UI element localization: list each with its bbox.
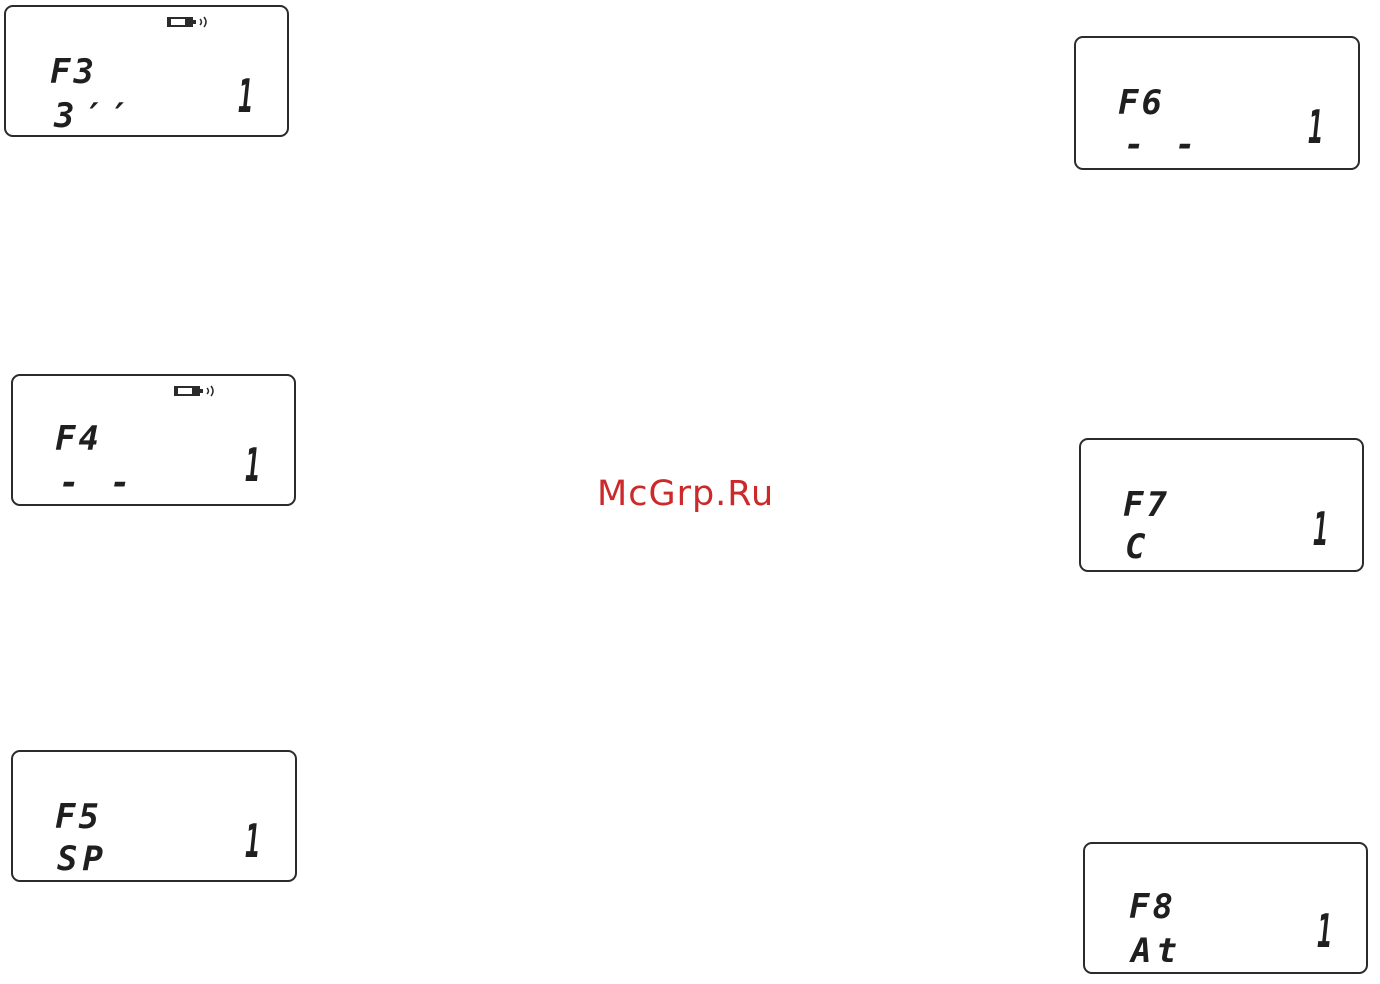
function-parameter: SP	[57, 842, 108, 876]
function-code: F3	[50, 55, 97, 89]
lcd-display-f8: F8 At 1	[1083, 842, 1368, 974]
function-parameter: - -	[59, 466, 135, 500]
battery-sound-icon	[166, 15, 210, 29]
function-code: F8	[1129, 890, 1176, 924]
channel-value: 1	[1308, 104, 1323, 150]
function-code: F6	[1118, 86, 1165, 120]
function-parameter: 3′′	[54, 99, 130, 133]
watermark: McGrp.Ru	[597, 474, 774, 514]
channel-value: 1	[245, 442, 260, 488]
channel-value: 1	[1317, 908, 1332, 954]
channel-value: 1	[238, 73, 253, 119]
battery-sound-icon	[173, 384, 217, 398]
lcd-display-f3: F3 3′′ 1	[4, 5, 289, 137]
lcd-display-f6: F6 - - 1	[1074, 36, 1360, 170]
channel-value: 1	[245, 818, 260, 864]
function-parameter: - -	[1124, 128, 1200, 162]
function-code: F4	[55, 422, 102, 456]
lcd-display-f7: F7 C 1	[1079, 438, 1364, 572]
function-code: F5	[55, 800, 102, 834]
function-parameter: At	[1131, 934, 1182, 968]
function-code: F7	[1123, 488, 1170, 522]
function-parameter: C	[1125, 530, 1150, 564]
lcd-display-f5: F5 SP 1	[11, 750, 297, 882]
lcd-display-f4: F4 - - 1	[11, 374, 296, 506]
channel-value: 1	[1313, 506, 1328, 552]
